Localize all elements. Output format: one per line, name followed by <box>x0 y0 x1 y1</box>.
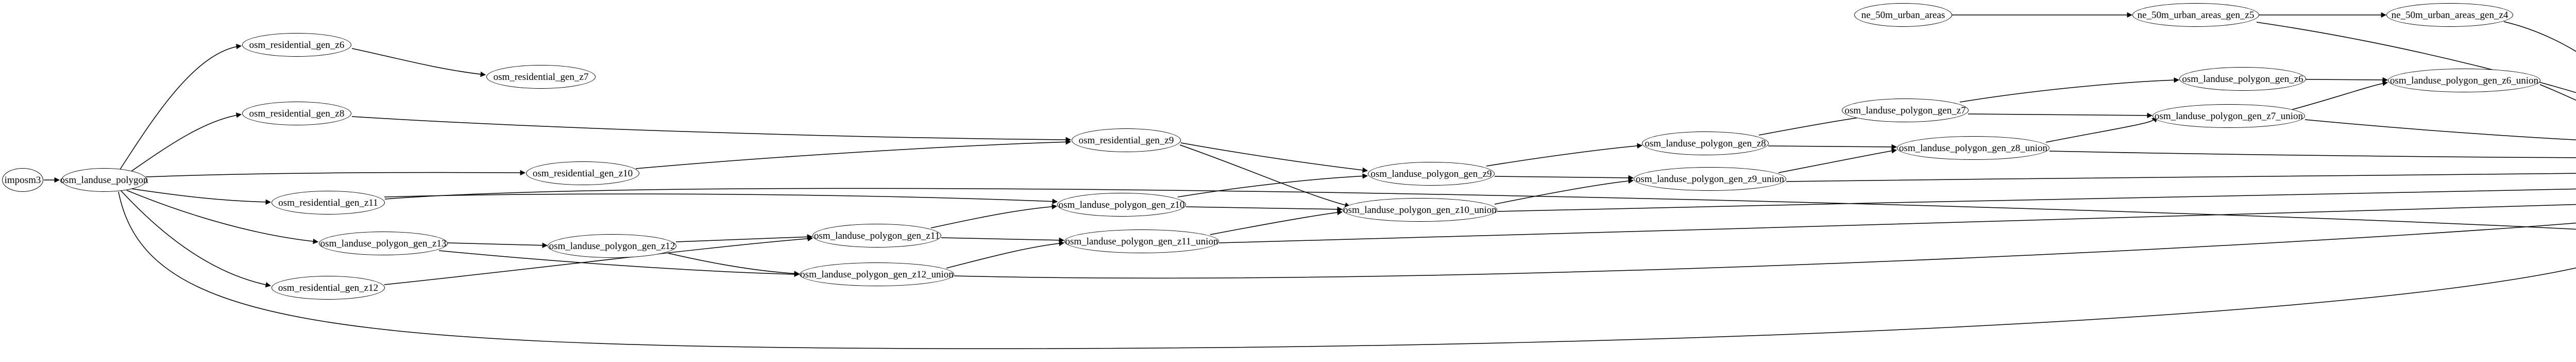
graph-node-osm_landuse_polygon_gen_z9[interactable]: osm_landuse_polygon_gen_z9 <box>1368 162 1495 186</box>
graph-node-label: osm_residential_gen_z11 <box>278 197 378 208</box>
graph-node-osm_landuse_polygon_gen_z7[interactable]: osm_landuse_polygon_gen_z7 <box>1842 98 1969 122</box>
graph-node-label: osm_landuse_polygon_gen_z10_union <box>1343 204 1497 216</box>
graph-node-osm_landuse_polygon_gen_z8[interactable]: osm_landuse_polygon_gen_z8 <box>1642 131 1769 155</box>
graph-node-osm_landuse_polygon_gen_z6_union[interactable]: osm_landuse_polygon_gen_z6_union <box>2388 69 2540 92</box>
graph-node-label: osm_landuse_polygon_gen_z7_union <box>2154 110 2303 122</box>
graph-node-osm_landuse_polygon_gen_z11_union[interactable]: osm_landuse_polygon_gen_z11_union <box>1064 229 1219 253</box>
graph-node-osm_landuse_polygon_gen_z8_union[interactable]: osm_landuse_polygon_gen_z8_union <box>1897 136 2049 160</box>
graph-node-osm_landuse_polygon_gen_z9_union[interactable]: osm_landuse_polygon_gen_z9_union <box>1634 167 1786 191</box>
graph-node-label: osm_landuse_polygon_gen_z8 <box>1645 138 1766 149</box>
graph-node-label: osm_landuse_polygon_gen_z11_union <box>1065 236 1218 247</box>
graph-node-label: osm_landuse_polygon_gen_z9_union <box>1635 173 1785 185</box>
graph-node-label: osm_landuse_polygon_gen_z12_union <box>800 269 954 280</box>
graph-node-osm_residential_gen_z8[interactable]: osm_residential_gen_z8 <box>242 102 351 125</box>
graph-node-osm_landuse_polygon[interactable]: osm_landuse_polygon <box>60 168 148 192</box>
graph-node-osm_landuse_polygon_gen_z6[interactable]: osm_landuse_polygon_gen_z6 <box>2179 67 2306 91</box>
graph-node-label: osm_residential_gen_z8 <box>249 108 345 119</box>
graph-node-label: osm_landuse_polygon_gen_z7 <box>1844 105 1966 116</box>
graph-node-ne_50m_urban_areas_gen_z4[interactable]: ne_50m_urban_areas_gen_z4 <box>2386 3 2513 27</box>
graph-node-label: osm_residential_gen_z7 <box>493 71 589 83</box>
graph-node-ne_50m_urban_areas_gen_z5[interactable]: ne_50m_urban_areas_gen_z5 <box>2132 3 2259 27</box>
graph-node-osm_landuse_polygon_gen_z13[interactable]: osm_landuse_polygon_gen_z13 <box>319 232 448 255</box>
graph-node-osm_residential_gen_z9[interactable]: osm_residential_gen_z9 <box>1072 128 1181 152</box>
graph-node-label: ne_50m_urban_areas_gen_z4 <box>2391 9 2509 21</box>
graph-node-osm_landuse_polygon_gen_z11[interactable]: osm_landuse_polygon_gen_z11 <box>812 224 941 248</box>
graph-node-label: osm_residential_gen_z10 <box>532 168 633 179</box>
graph-node-osm_residential_gen_z7[interactable]: osm_residential_gen_z7 <box>486 65 596 89</box>
graph-node-label: osm_landuse_polygon_gen_z8_union <box>1899 142 2048 154</box>
graph-node-osm_residential_gen_z10[interactable]: osm_residential_gen_z10 <box>526 161 639 185</box>
graph-node-label: osm_landuse_polygon <box>60 174 148 186</box>
graph-node-osm_landuse_polygon_gen_z10_union[interactable]: osm_landuse_polygon_gen_z10_union <box>1343 198 1497 222</box>
graph-node-osm_landuse_polygon_gen_z10[interactable]: osm_landuse_polygon_gen_z10 <box>1057 193 1186 217</box>
graph-node-osm_landuse_polygon_gen_z12_union[interactable]: osm_landuse_polygon_gen_z12_union <box>800 262 954 286</box>
graph-node-osm_landuse_polygon_gen_z7_union[interactable]: osm_landuse_polygon_gen_z7_union <box>2153 104 2305 128</box>
graph-node-label: imposm3 <box>4 174 41 186</box>
graph-node-label: osm_residential_gen_z6 <box>249 39 345 51</box>
graph-node-label: osm_landuse_polygon_gen_z11 <box>814 230 940 241</box>
graph-node-imposm3[interactable]: imposm3 <box>2 168 43 192</box>
graph-node-label: osm_landuse_polygon_gen_z6_union <box>2389 75 2539 86</box>
graph-node-label: osm_residential_gen_z12 <box>278 282 379 293</box>
graph-node-osm_residential_gen_z6[interactable]: osm_residential_gen_z6 <box>242 33 351 57</box>
graph-node-label: osm_landuse_polygon_gen_z12 <box>549 240 675 252</box>
graph-node-label: osm_residential_gen_z9 <box>1078 135 1174 146</box>
graph-node-osm_residential_gen_z12[interactable]: osm_residential_gen_z12 <box>272 276 385 300</box>
graph-node-label: ne_50m_urban_areas_gen_z5 <box>2137 9 2255 21</box>
graph-node-label: osm_landuse_polygon_gen_z9 <box>1370 168 1492 179</box>
graph-node-osm_residential_gen_z11[interactable]: osm_residential_gen_z11 <box>272 191 385 215</box>
graph-node-osm_landuse_polygon_gen_z12[interactable]: osm_landuse_polygon_gen_z12 <box>548 234 676 258</box>
graph-node-label: osm_landuse_polygon_gen_z13 <box>320 238 447 249</box>
graph-node-label: osm_landuse_polygon_gen_z6 <box>2182 73 2303 85</box>
graph-node-label: ne_50m_urban_areas <box>1861 9 1945 21</box>
graph-node-ne_50m_urban_areas[interactable]: ne_50m_urban_areas <box>1854 3 1952 27</box>
graph-node-label: osm_landuse_polygon_gen_z10 <box>1058 199 1185 210</box>
